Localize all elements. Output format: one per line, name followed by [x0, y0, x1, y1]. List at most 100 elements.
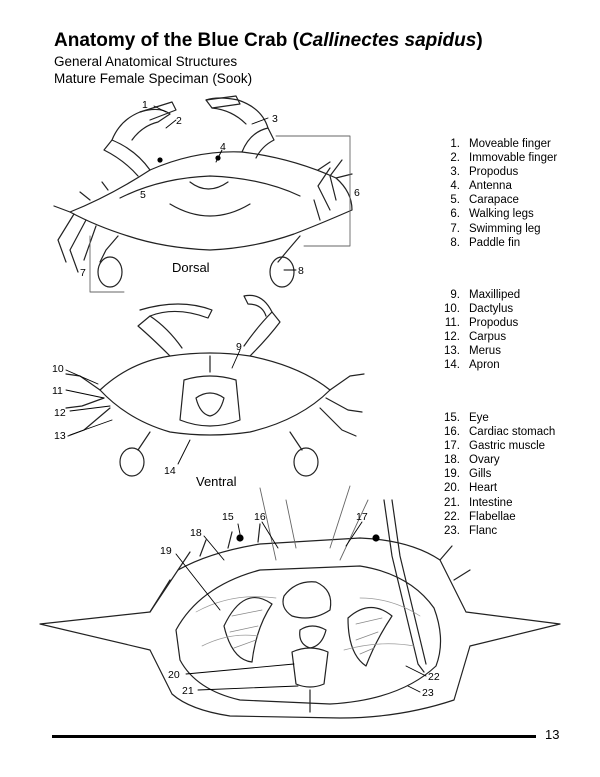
legend-item-number: 12.: [444, 331, 460, 344]
legend-item: 5. Carapace: [442, 193, 557, 207]
legend-item-label: Propodus: [469, 317, 519, 330]
legend-item: 20. Heart: [442, 481, 555, 495]
legend-item-number: 20.: [444, 482, 460, 495]
legend-item: 17. Gastric muscle: [442, 439, 555, 453]
legend-item-label: Paddle fin: [469, 236, 521, 249]
callout-12: 12: [54, 407, 66, 419]
legend-item-number: 17.: [444, 440, 460, 453]
legend-item: 2. Immovable finger: [442, 151, 557, 165]
legend-item: 19. Gills: [442, 467, 555, 481]
legend-item-label: Dactylus: [469, 303, 514, 316]
legend-item-number: 8.: [450, 236, 460, 249]
callout-9: 9: [236, 341, 242, 353]
legend-item-label: Immovable finger: [469, 152, 558, 165]
callout-20: 20: [168, 669, 180, 681]
legend-item-number: 15.: [444, 412, 460, 424]
callout-4: 4: [220, 141, 226, 153]
callout-23: 23: [422, 687, 434, 699]
legend-item-number: 21.: [444, 496, 460, 509]
callout-13: 13: [54, 430, 66, 442]
dissection-drawing: [39, 485, 561, 719]
legend-item-number: 19.: [444, 468, 460, 481]
title-scientific-name: Callinectes sapidus: [298, 30, 477, 51]
legend-item-label: Carpus: [469, 331, 507, 344]
legend-item: 23. Flanc: [442, 524, 555, 538]
legend-item-number: 6.: [450, 208, 460, 221]
legend-item: 1.Moveable finger: [442, 137, 557, 151]
ventral-crab-drawing: [65, 294, 365, 477]
legend-item-number: 13.: [444, 345, 460, 358]
legend-item-number: 16.: [444, 426, 460, 439]
legend-item-number: 2.: [450, 152, 460, 165]
legend-item-label: Carapace: [469, 194, 519, 207]
dorsal-crab-drawing: [53, 95, 353, 288]
legend-item: 16.Cardiac stomach: [442, 425, 555, 439]
legend-item-label: Flabellae: [469, 510, 516, 523]
title-text: Anatomy of the Blue Crab (: [54, 30, 299, 51]
legend-item: 6. Walking legs: [442, 207, 557, 221]
callout-6: 6: [354, 187, 360, 199]
legend-item-label: Gastric muscle: [469, 440, 546, 453]
legend-item-number: 11.: [444, 317, 460, 330]
legend-item-label: Ovary: [469, 454, 500, 467]
legend-item-label: Intestine: [469, 496, 513, 509]
leader-lines: [65, 105, 427, 693]
callout-10: 10: [52, 363, 64, 375]
legend-item-label: Apron: [469, 359, 500, 372]
subtitle-line-1: General Anatomical Structures: [54, 54, 238, 69]
legend-item: 7. Swimming leg: [442, 222, 557, 236]
legend-item-number: 7.: [450, 222, 460, 235]
legend-item-number: 9.: [450, 289, 460, 301]
legend-item-label: Heart: [469, 482, 498, 495]
page-title: Anatomy of the Blue Crab (Callinectes sa…: [54, 30, 483, 52]
legend-item: 8. Paddle fin: [442, 236, 557, 250]
legend-ventral: 9. Maxilliped 10. Dactylus 11. Propodus 12. Car…: [442, 288, 520, 373]
callout-18: 18: [190, 527, 202, 539]
legend-item-number: 10.: [444, 303, 460, 316]
callout-19: 19: [160, 545, 172, 557]
callout-8: 8: [298, 265, 304, 277]
legend-item-number: 3.: [450, 166, 460, 179]
title-close: ): [476, 30, 483, 51]
callout-11: 11: [52, 385, 63, 397]
callout-5: 5: [140, 189, 146, 201]
legend-item-label: Merus: [469, 345, 501, 358]
callout-3: 3: [272, 113, 278, 125]
callout-17: 17: [356, 511, 368, 523]
ventral-view-label: Ventral: [196, 474, 237, 489]
legend-item: 14. Apron: [442, 358, 520, 372]
legend-item-label: Antenna: [469, 180, 512, 193]
subtitle-line-2: Mature Female Speciman (Sook): [54, 71, 253, 86]
legend-item: 4. Antenna: [442, 179, 557, 193]
legend-item-number: 14.: [444, 359, 460, 372]
legend-item-number: 1.: [450, 138, 460, 150]
legend-item: 11. Propodus: [442, 316, 520, 330]
legend-item: 10. Dactylus: [442, 302, 520, 316]
legend-item-number: 23.: [444, 524, 460, 537]
legend-item: 3. Propodus: [442, 165, 557, 179]
legend-item-number: 18.: [444, 454, 460, 467]
callout-21: 21: [182, 685, 194, 697]
legend-item: 18. Ovary: [442, 453, 555, 467]
legend-item-label: Propodus: [469, 166, 519, 179]
legend-item-label: Gills: [469, 468, 492, 481]
legend-item-number: 5.: [450, 194, 460, 207]
legend-item: 13. Merus: [442, 344, 520, 358]
legend-item-number: 4.: [450, 180, 460, 193]
legend-item-label: Maxilliped: [469, 289, 521, 301]
callout-7: 7: [80, 267, 86, 279]
page-number: 13: [545, 727, 560, 742]
dorsal-view-label: Dorsal: [172, 260, 210, 275]
legend-item-label: Eye: [469, 412, 489, 424]
footer-rule: [52, 735, 536, 738]
legend-item: 12. Carpus: [442, 330, 520, 344]
legend-item-label: Swimming leg: [469, 222, 541, 235]
callout-16: 16: [254, 511, 266, 523]
callout-1: 1: [142, 99, 148, 111]
callout-15: 15: [222, 511, 234, 523]
legend-item-label: Walking legs: [469, 208, 534, 221]
legend-item: 22.Flabellae: [442, 510, 555, 524]
legend-item-label: Flanc: [469, 524, 498, 537]
